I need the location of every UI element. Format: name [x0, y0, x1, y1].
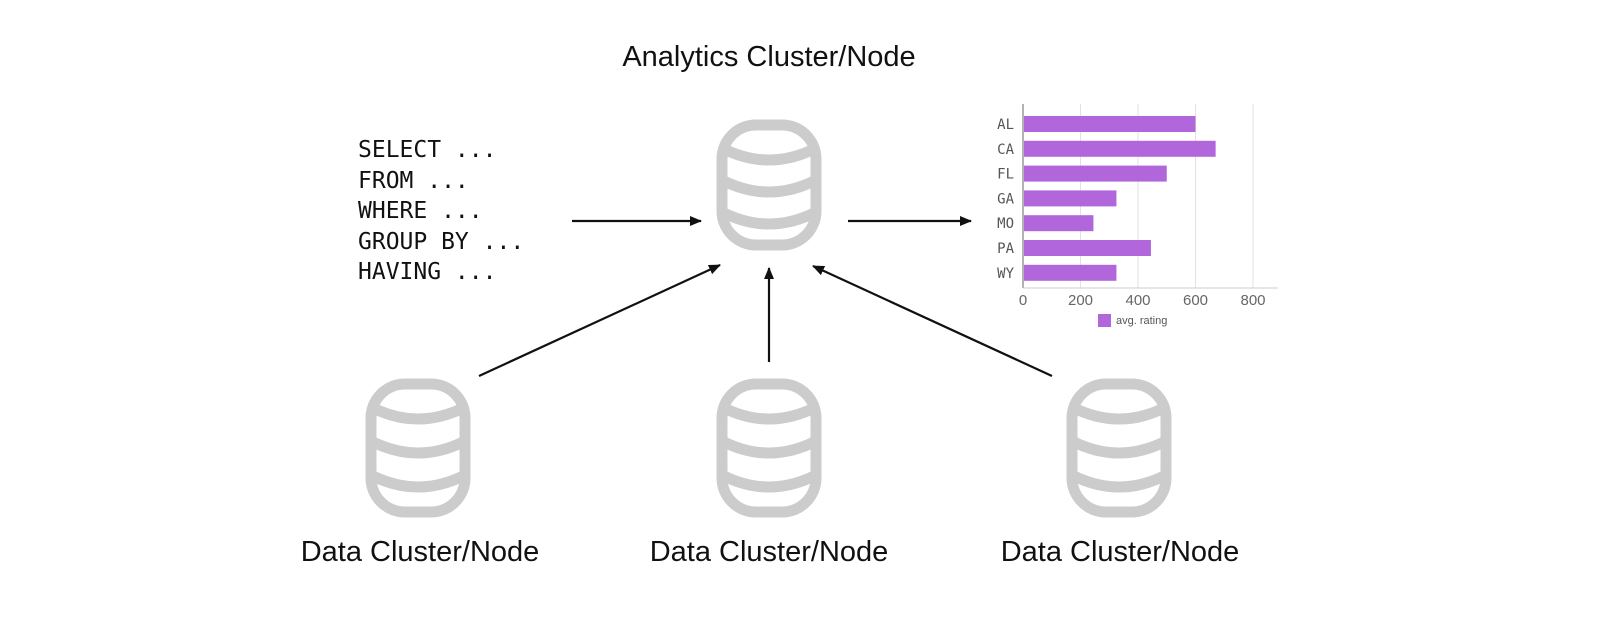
chart-category-label: GA	[997, 191, 1014, 207]
chart-bar-ga	[1024, 190, 1117, 207]
sql-line-select: SELECT ...	[358, 137, 496, 163]
chart-bar-wy	[1024, 264, 1117, 281]
chart-x-tick-label: 0	[1019, 292, 1027, 309]
chart-bar-pa	[1024, 240, 1151, 256]
chart-category-labels: AL CA FL GA MO PA WY	[997, 117, 1014, 282]
chart-bar-ca	[1024, 140, 1216, 157]
data-node-label-left: Data Cluster/Node	[301, 536, 540, 568]
sql-line-group-by: GROUP BY ...	[358, 229, 524, 255]
chart-x-tick-labels: 0 200 400 600 800	[1019, 292, 1266, 309]
data-node-label-right: Data Cluster/Node	[1001, 536, 1240, 568]
legend-label: avg. rating	[1116, 315, 1167, 327]
arrow-icon	[812, 265, 1053, 377]
database-icon	[1066, 378, 1172, 518]
chart-x-tick-label: 800	[1240, 292, 1265, 309]
legend-swatch	[1098, 314, 1111, 327]
sql-query: SELECT ... FROM ... WHERE ... GROUP BY .…	[358, 137, 524, 285]
analytics-node-title: Analytics Cluster/Node	[622, 41, 915, 73]
chart-bar-mo	[1024, 215, 1094, 232]
chart-x-tick-label: 600	[1183, 292, 1208, 309]
chart-x-tick-label: 400	[1125, 292, 1150, 309]
chart-category-label: CA	[997, 142, 1014, 158]
chart-legend: avg. rating	[1098, 314, 1167, 327]
chart-category-label: AL	[997, 117, 1014, 133]
chart-category-label: MO	[997, 216, 1014, 232]
chart-category-label: PA	[997, 241, 1014, 257]
avg-rating-bar-chart: AL CA FL GA MO PA WY 0 200 400 600 800 avg. rating	[997, 104, 1278, 327]
chart-bar-fl	[1024, 165, 1167, 182]
chart-bar-al	[1024, 116, 1196, 132]
sql-line-from: FROM ...	[358, 168, 469, 194]
database-icon	[716, 378, 822, 518]
chart-bars	[1024, 116, 1216, 281]
arrow-icon	[478, 264, 721, 377]
database-icon	[365, 378, 471, 518]
chart-x-tick-label: 200	[1068, 292, 1093, 309]
sql-line-where: WHERE ...	[358, 198, 483, 224]
chart-category-label: FL	[997, 167, 1014, 183]
chart-category-label: WY	[997, 266, 1014, 282]
sql-line-having: HAVING ...	[358, 259, 496, 285]
data-node-label-center: Data Cluster/Node	[650, 536, 889, 568]
database-icon	[716, 119, 822, 251]
